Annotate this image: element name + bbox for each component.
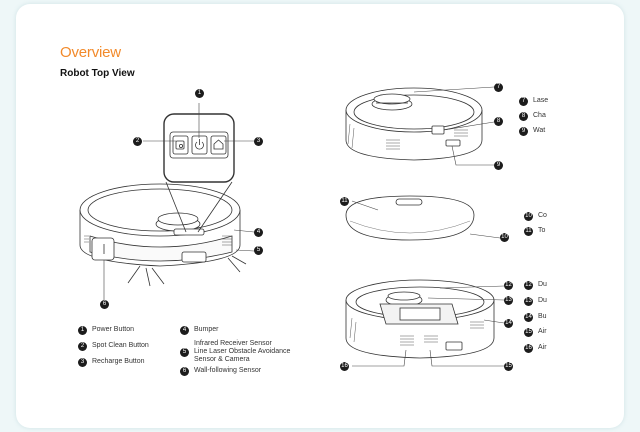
legend-number: 4: [180, 326, 189, 335]
callout-7: 7: [494, 83, 503, 92]
legend-number: 5: [180, 348, 189, 357]
legend-label: Du: [538, 297, 547, 304]
legend-label-line: Sensor & Camera: [194, 356, 250, 363]
legend-label: Bu: [538, 313, 547, 320]
legend-number: 6: [180, 367, 189, 376]
callout-2: 2: [133, 137, 142, 146]
legend-item-recharge-button: 3 Recharge Button: [78, 358, 145, 367]
legend-label: Lase: [533, 97, 549, 104]
top-cover: [345, 195, 475, 241]
legend-item-bumper: 4 Bumper: [180, 326, 219, 335]
legend-label: Co: [538, 212, 547, 219]
legend-label: Wat: [533, 127, 546, 134]
callout-3: 3: [254, 137, 263, 146]
legend-item-10: 10 Co: [524, 212, 547, 221]
legend-number: 7: [519, 97, 528, 106]
legend-item-8: 8 Cha: [519, 112, 546, 121]
callout-14: 14: [504, 319, 513, 328]
robot-internal-view: [345, 279, 495, 359]
legend-item-16: 16 Air: [524, 344, 547, 353]
legend-number: 9: [519, 127, 528, 136]
legend-item-sensors: 5 Infrared Receiver Sensor Line Laser Ob…: [180, 340, 290, 364]
legend-label: Cha: [533, 112, 546, 119]
callout-6: 6: [100, 300, 109, 309]
callout-12: 12: [504, 281, 513, 290]
callout-13: 13: [504, 296, 513, 305]
callout-4: 4: [254, 228, 263, 237]
legend-item-7: 7 Lase: [519, 97, 548, 106]
legend-item-15: 15 Air: [524, 328, 547, 337]
legend-label-line: Line Laser Obstacle Avoidance: [194, 348, 291, 355]
legend-item-12: 12 Du: [524, 281, 547, 290]
recharge-icon: [213, 139, 224, 150]
legend-number: 11: [524, 227, 533, 236]
legend-label: Du: [538, 281, 547, 288]
robot-front-view: [345, 87, 483, 161]
legend-item-spot-clean-button: 2 Spot Clean Button: [78, 342, 149, 351]
legend-number: 16: [524, 344, 533, 353]
legend-number: 15: [524, 328, 533, 337]
callout-1: 1: [195, 89, 204, 98]
legend-number: 14: [524, 313, 533, 322]
legend-number: 2: [78, 342, 87, 351]
legend-item-9: 9 Wat: [519, 127, 545, 136]
legend-item-wall-following-sensor: 6 Wall-following Sensor: [180, 367, 261, 376]
legend-item-13: 13 Du: [524, 297, 547, 306]
spot-clean-icon: [175, 140, 185, 150]
legend-item-11: 11 To: [524, 227, 545, 236]
callout-15: 15: [504, 362, 513, 371]
legend-label: Air: [538, 328, 547, 335]
legend-number: 12: [524, 281, 533, 290]
legend-label: Recharge Button: [92, 358, 145, 365]
legend-label: Wall-following Sensor: [194, 367, 262, 374]
legend-label: Air: [538, 344, 547, 351]
legend-number: 8: [519, 112, 528, 121]
legend-label-line: Infrared Receiver Sensor: [194, 340, 272, 347]
legend-label: Spot Clean Button: [92, 342, 149, 349]
legend-item-14: 14 Bu: [524, 313, 547, 322]
legend-number: 1: [78, 326, 87, 335]
callout-5: 5: [254, 246, 263, 255]
power-icon: [195, 139, 204, 150]
callout-9: 9: [494, 161, 503, 170]
legend-number: 10: [524, 212, 533, 221]
callout-11: 11: [340, 197, 349, 206]
callout-16: 16: [340, 362, 349, 371]
legend-label: Bumper: [194, 326, 219, 333]
legend-label: Power Button: [92, 326, 135, 333]
legend-number: 3: [78, 358, 87, 367]
robot-top-view: [79, 183, 247, 287]
callout-10: 10: [500, 233, 509, 242]
legend-item-power-button: 1 Power Button: [78, 326, 134, 335]
callout-8: 8: [494, 117, 503, 126]
legend-label: To: [538, 227, 546, 234]
legend-number: 13: [524, 297, 533, 306]
page-title: Overview: [60, 44, 121, 61]
section-subtitle: Robot Top View: [60, 68, 135, 79]
